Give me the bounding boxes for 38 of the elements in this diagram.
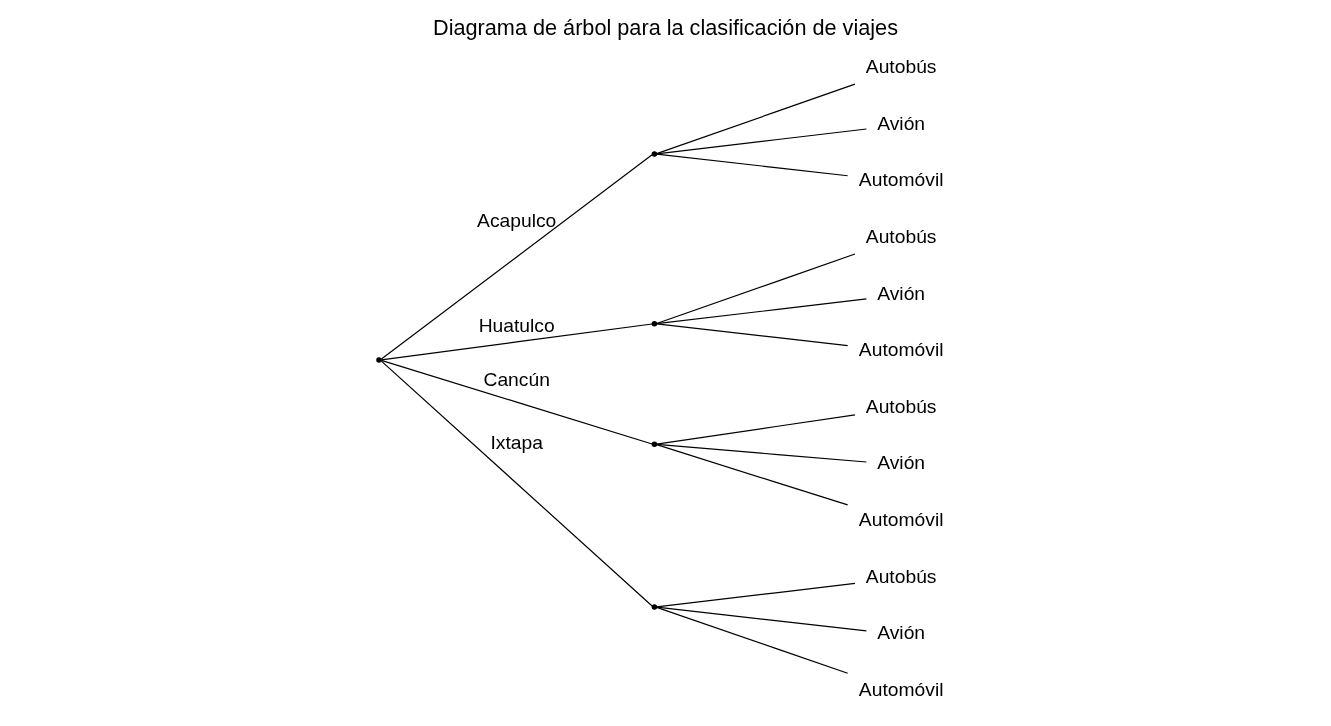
node-text: Avión — [877, 452, 926, 474]
connector — [656, 606, 849, 674]
node-text: Automóvil — [858, 169, 944, 191]
node-point — [651, 604, 658, 610]
node-point — [651, 441, 658, 448]
connector — [380, 154, 653, 360]
edge-label: Acapulco — [477, 210, 557, 232]
connector — [656, 606, 867, 632]
connector — [380, 360, 653, 607]
edge-label: Ixtapa — [490, 431, 543, 453]
node-text: Automóvil — [858, 509, 944, 531]
connector — [656, 582, 856, 608]
node-text: Automóvil — [858, 678, 944, 700]
connector — [656, 298, 867, 325]
node-text: Autobús — [865, 395, 937, 417]
node-point — [376, 357, 382, 363]
edge-label: Cancún — [483, 369, 550, 391]
node-text: Avión — [877, 112, 926, 134]
connector — [656, 253, 856, 325]
node-text: Autobús — [865, 55, 937, 77]
edge-label: Huatulco — [478, 315, 555, 337]
connector — [656, 83, 856, 155]
connector — [656, 414, 856, 445]
node-text: Autobús — [865, 225, 937, 247]
node-text: Avión — [877, 622, 926, 644]
node-point — [651, 151, 658, 157]
connector — [656, 444, 849, 506]
connector — [656, 323, 849, 347]
node-text: Avión — [877, 282, 926, 304]
connector — [380, 323, 653, 361]
diagram-title: Diagrama de árbol para la clasificación de viajes — [433, 15, 898, 41]
connector — [380, 359, 653, 445]
connector — [656, 153, 849, 177]
node-text: Automóvil — [858, 339, 944, 361]
connector — [656, 128, 867, 155]
connector — [656, 443, 867, 463]
node-point — [651, 321, 658, 327]
node-text: Autobús — [865, 565, 937, 587]
